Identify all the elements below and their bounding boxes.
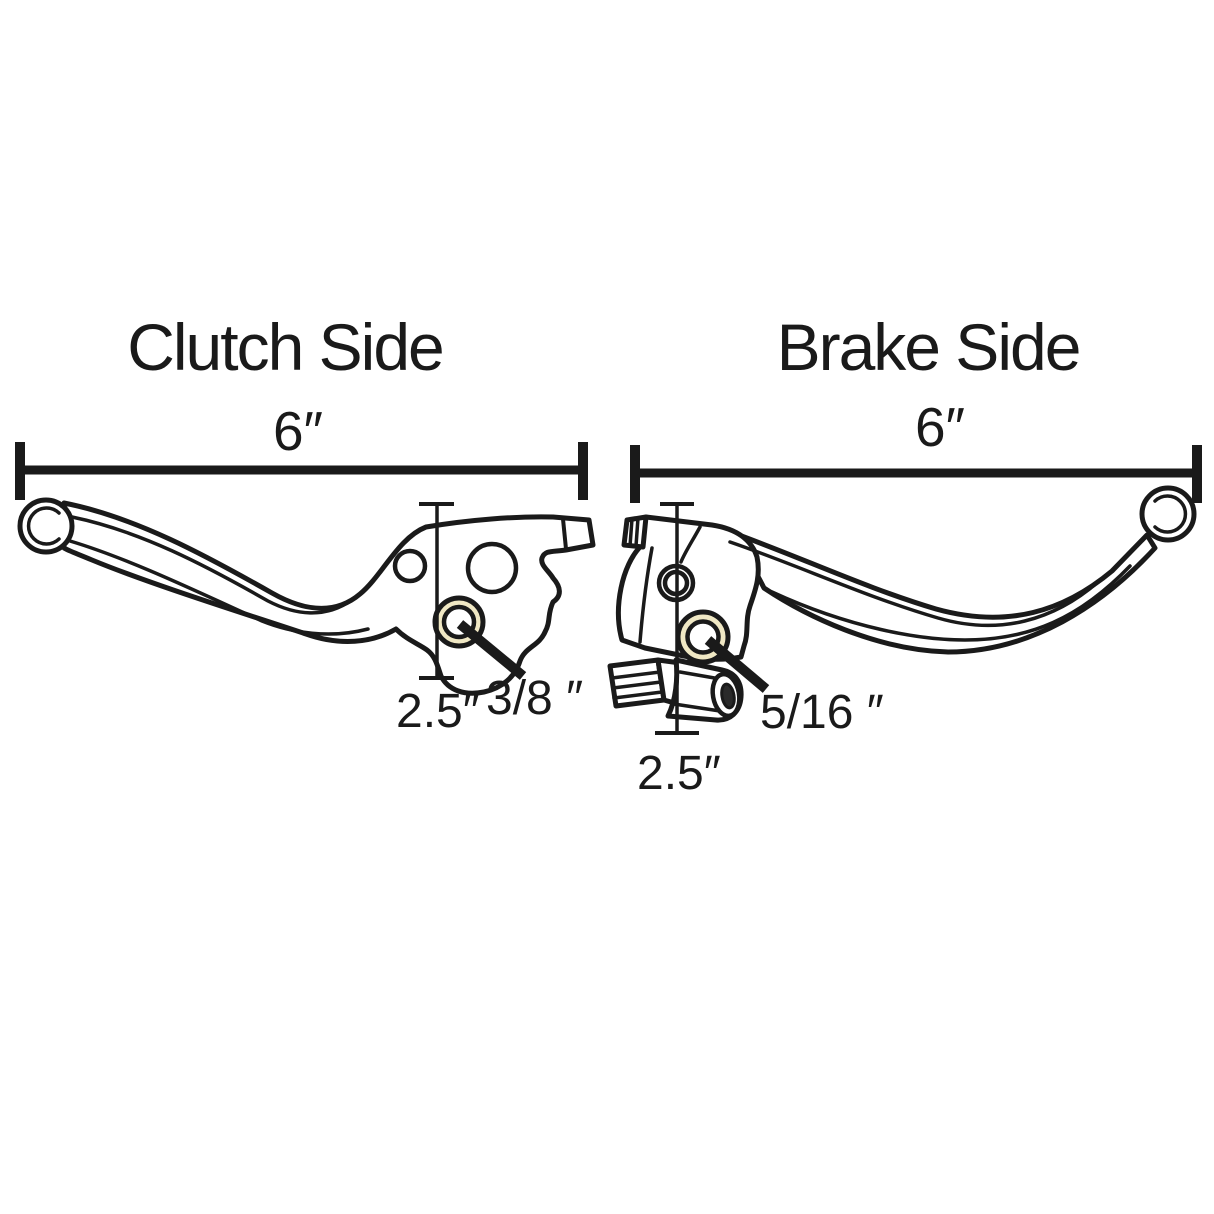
brake-pivot-height-label: 2.5″ (637, 747, 721, 800)
brake-adjuster-serration-3 (612, 690, 664, 700)
brake-barrel-cable-hole (720, 682, 736, 710)
brake-blade-contour-top (728, 540, 1100, 628)
brake-adjuster-serration-1 (610, 670, 662, 680)
clutch-pivot-height-label: 2.5″ (396, 685, 480, 738)
brake-bushing-callout: 5/16 ″ (704, 636, 884, 739)
clutch-mount-hole-large (465, 541, 519, 595)
brake-pivot-height-dimension: 2.5″ (637, 502, 721, 800)
clutch-side-group: Clutch Side 6″ 2.5″ 3/8 (15, 310, 596, 738)
clutch-bushing-callout: 3/8 ″ (456, 620, 583, 725)
brake-title: Brake Side (777, 310, 1080, 384)
clutch-ball-contour (26, 506, 61, 546)
clutch-lever-drawing (17, 497, 596, 696)
clutch-length-label: 6″ (273, 400, 323, 462)
brake-clamp-tab-ridge-2 (634, 516, 640, 548)
brake-clamp-tab-ridge-1 (628, 517, 634, 548)
brake-bushing-leader-line (704, 636, 770, 693)
brake-length-label: 6″ (915, 396, 965, 458)
brake-bracket-contour-left (638, 546, 654, 644)
brake-blade-contour-bottom (770, 564, 1132, 642)
clutch-bushing-label: 3/8 ″ (486, 672, 583, 725)
clutch-blade-contour-top (70, 515, 354, 615)
clutch-cable-tab-edge (561, 518, 568, 550)
clutch-mount-hole-small (392, 548, 428, 584)
clutch-title: Clutch Side (127, 310, 443, 384)
brake-bracket-contour-top (679, 525, 702, 564)
brake-barrel-facet-bottom (672, 702, 722, 713)
brake-ball-contour (1153, 494, 1188, 534)
brake-side-group: Brake Side 6″ (607, 310, 1202, 800)
brake-bushing-label: 5/16 ″ (760, 686, 884, 739)
clutch-length-dimension: 6″ (15, 400, 588, 500)
brake-lever-drawing (607, 485, 1197, 723)
clutch-bushing-leader-line (456, 620, 527, 680)
clutch-pivot-height-dimension: 2.5″ (396, 502, 480, 738)
clutch-blade-contour-bottom (68, 539, 370, 636)
brake-adjuster-serration-2 (611, 680, 663, 690)
brake-length-dimension: 6″ (630, 396, 1202, 503)
